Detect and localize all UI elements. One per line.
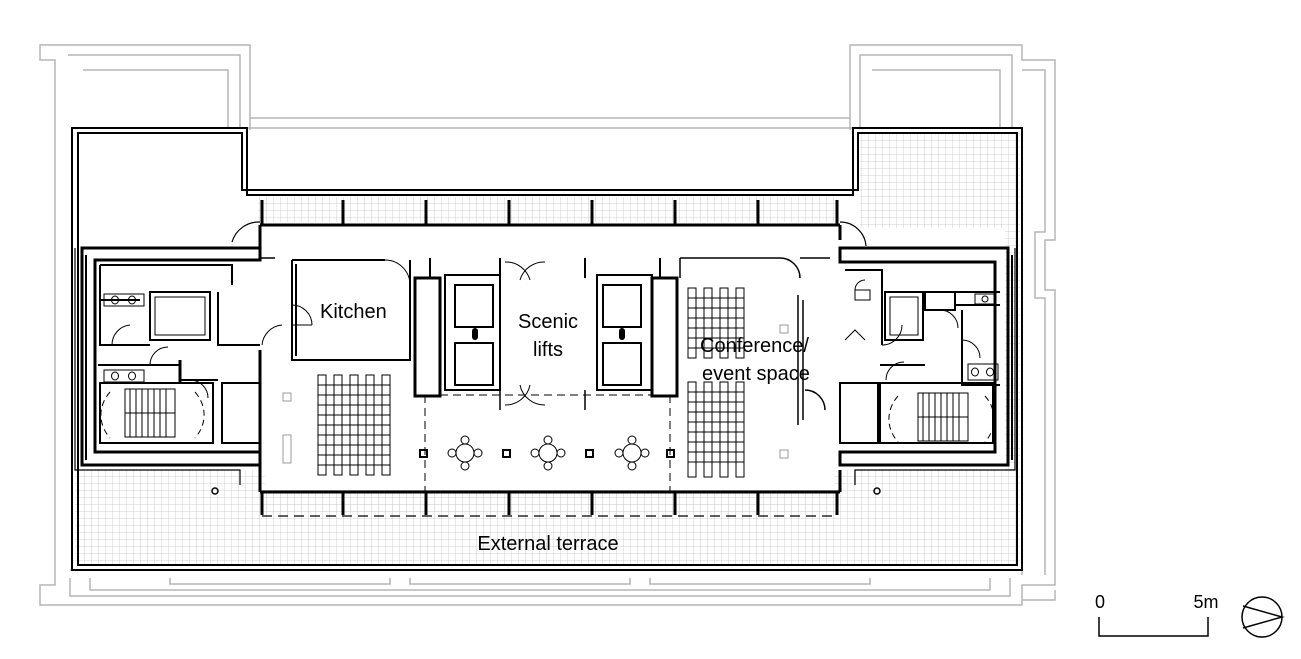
seating-left bbox=[317, 374, 391, 476]
label-conference-line2: event space bbox=[702, 363, 810, 385]
conference-partition bbox=[260, 257, 830, 425]
corner-door-arcs bbox=[231, 221, 867, 247]
label-kitchen: Kitchen bbox=[320, 301, 387, 323]
right-core bbox=[838, 246, 1013, 467]
left-stair bbox=[100, 388, 205, 439]
label-scenic-lifts-line1: Scenic bbox=[518, 311, 578, 333]
cafe-tables bbox=[447, 435, 650, 471]
scale-start-label: 0 bbox=[1095, 592, 1105, 612]
hall-mullions bbox=[260, 200, 839, 515]
right-stair bbox=[888, 392, 995, 443]
left-wc-fixtures bbox=[103, 293, 283, 399]
columns bbox=[419, 449, 675, 458]
room-labels: Kitchen Scenic lifts Conference/ event s… bbox=[320, 301, 810, 555]
label-conference-line1: Conference/ bbox=[700, 335, 809, 357]
left-core bbox=[80, 246, 262, 467]
small-fixtures bbox=[282, 324, 789, 464]
label-external-terrace: External terrace bbox=[477, 533, 618, 555]
label-scenic-lifts-line2: lifts bbox=[533, 339, 563, 361]
right-wc-fixtures bbox=[844, 279, 999, 381]
right-drain bbox=[873, 487, 881, 495]
right-core-outer-ledge bbox=[854, 248, 1016, 485]
lift-core bbox=[413, 258, 679, 410]
scale-end-label: 5m bbox=[1193, 592, 1218, 612]
left-core-outer-ledge bbox=[74, 248, 241, 485]
scale-line bbox=[1098, 617, 1209, 637]
lift-buttons bbox=[472, 328, 625, 340]
outer-walls bbox=[71, 127, 1023, 571]
kitchen-room bbox=[291, 259, 411, 361]
north-arrow-icon bbox=[1241, 596, 1285, 638]
left-drain bbox=[211, 487, 219, 495]
zone-dividers bbox=[424, 394, 671, 492]
seating-right bbox=[687, 287, 745, 478]
scale-bar: 0 5m bbox=[1095, 592, 1219, 637]
